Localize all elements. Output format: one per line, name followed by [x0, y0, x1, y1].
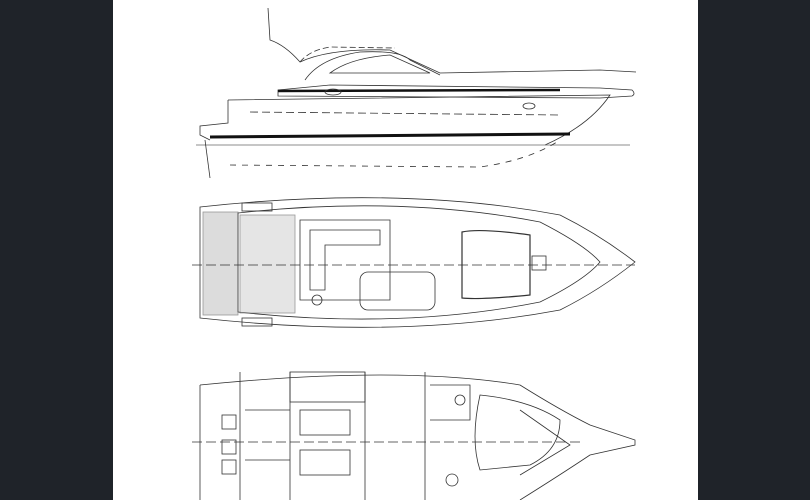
- boat-plan-image: [192, 7, 637, 500]
- image-canvas: [113, 0, 698, 500]
- side-profile-view: [196, 7, 637, 179]
- interior-layout-view: [192, 371, 636, 500]
- deck-plan-view: [192, 197, 636, 328]
